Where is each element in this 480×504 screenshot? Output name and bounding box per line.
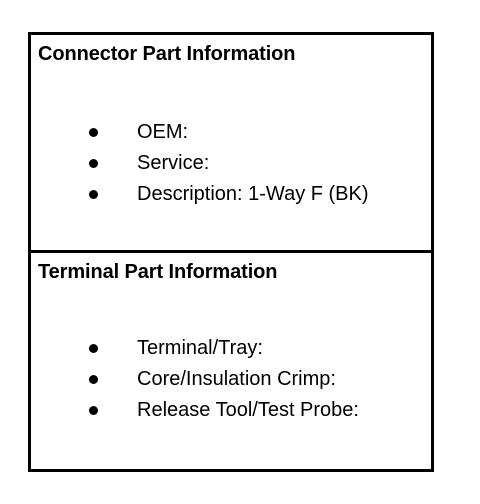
- connector-info-list: OEM: Service: Description: 1-Way F (BK): [31, 117, 431, 210]
- list-item-label: OEM:: [137, 121, 189, 143]
- bullet-icon: [89, 159, 98, 168]
- list-item-label: Service:: [137, 152, 210, 174]
- section-title-connector: Connector Part Information: [38, 43, 296, 65]
- terminal-info-list: Terminal/Tray: Core/Insulation Crimp: Re…: [31, 333, 431, 426]
- section-title-terminal: Terminal Part Information: [38, 261, 278, 283]
- bullet-icon: [89, 375, 98, 384]
- list-item-description: Description: 1-Way F (BK): [31, 179, 431, 210]
- terminal-part-info-section: Terminal Part Information Terminal/Tray:…: [31, 253, 431, 469]
- bullet-icon: [89, 406, 98, 415]
- list-item-label: Release Tool/Test Probe:: [137, 399, 359, 421]
- list-item-core-insulation-crimp: Core/Insulation Crimp:: [31, 364, 431, 395]
- list-item-terminal-tray: Terminal/Tray:: [31, 333, 431, 364]
- list-item-label: Core/Insulation Crimp:: [137, 368, 336, 390]
- connector-part-info-section: Connector Part Information OEM: Service:…: [31, 35, 431, 253]
- list-item-service: Service:: [31, 148, 431, 179]
- list-item-label: Terminal/Tray:: [137, 337, 263, 359]
- list-item-release-tool-test-probe: Release Tool/Test Probe:: [31, 395, 431, 426]
- list-item-label: Description: 1-Way F (BK): [137, 183, 369, 205]
- bullet-icon: [89, 190, 98, 199]
- bullet-icon: [89, 128, 98, 137]
- list-item-oem: OEM:: [31, 117, 431, 148]
- part-info-table: Connector Part Information OEM: Service:…: [28, 32, 434, 472]
- bullet-icon: [89, 344, 98, 353]
